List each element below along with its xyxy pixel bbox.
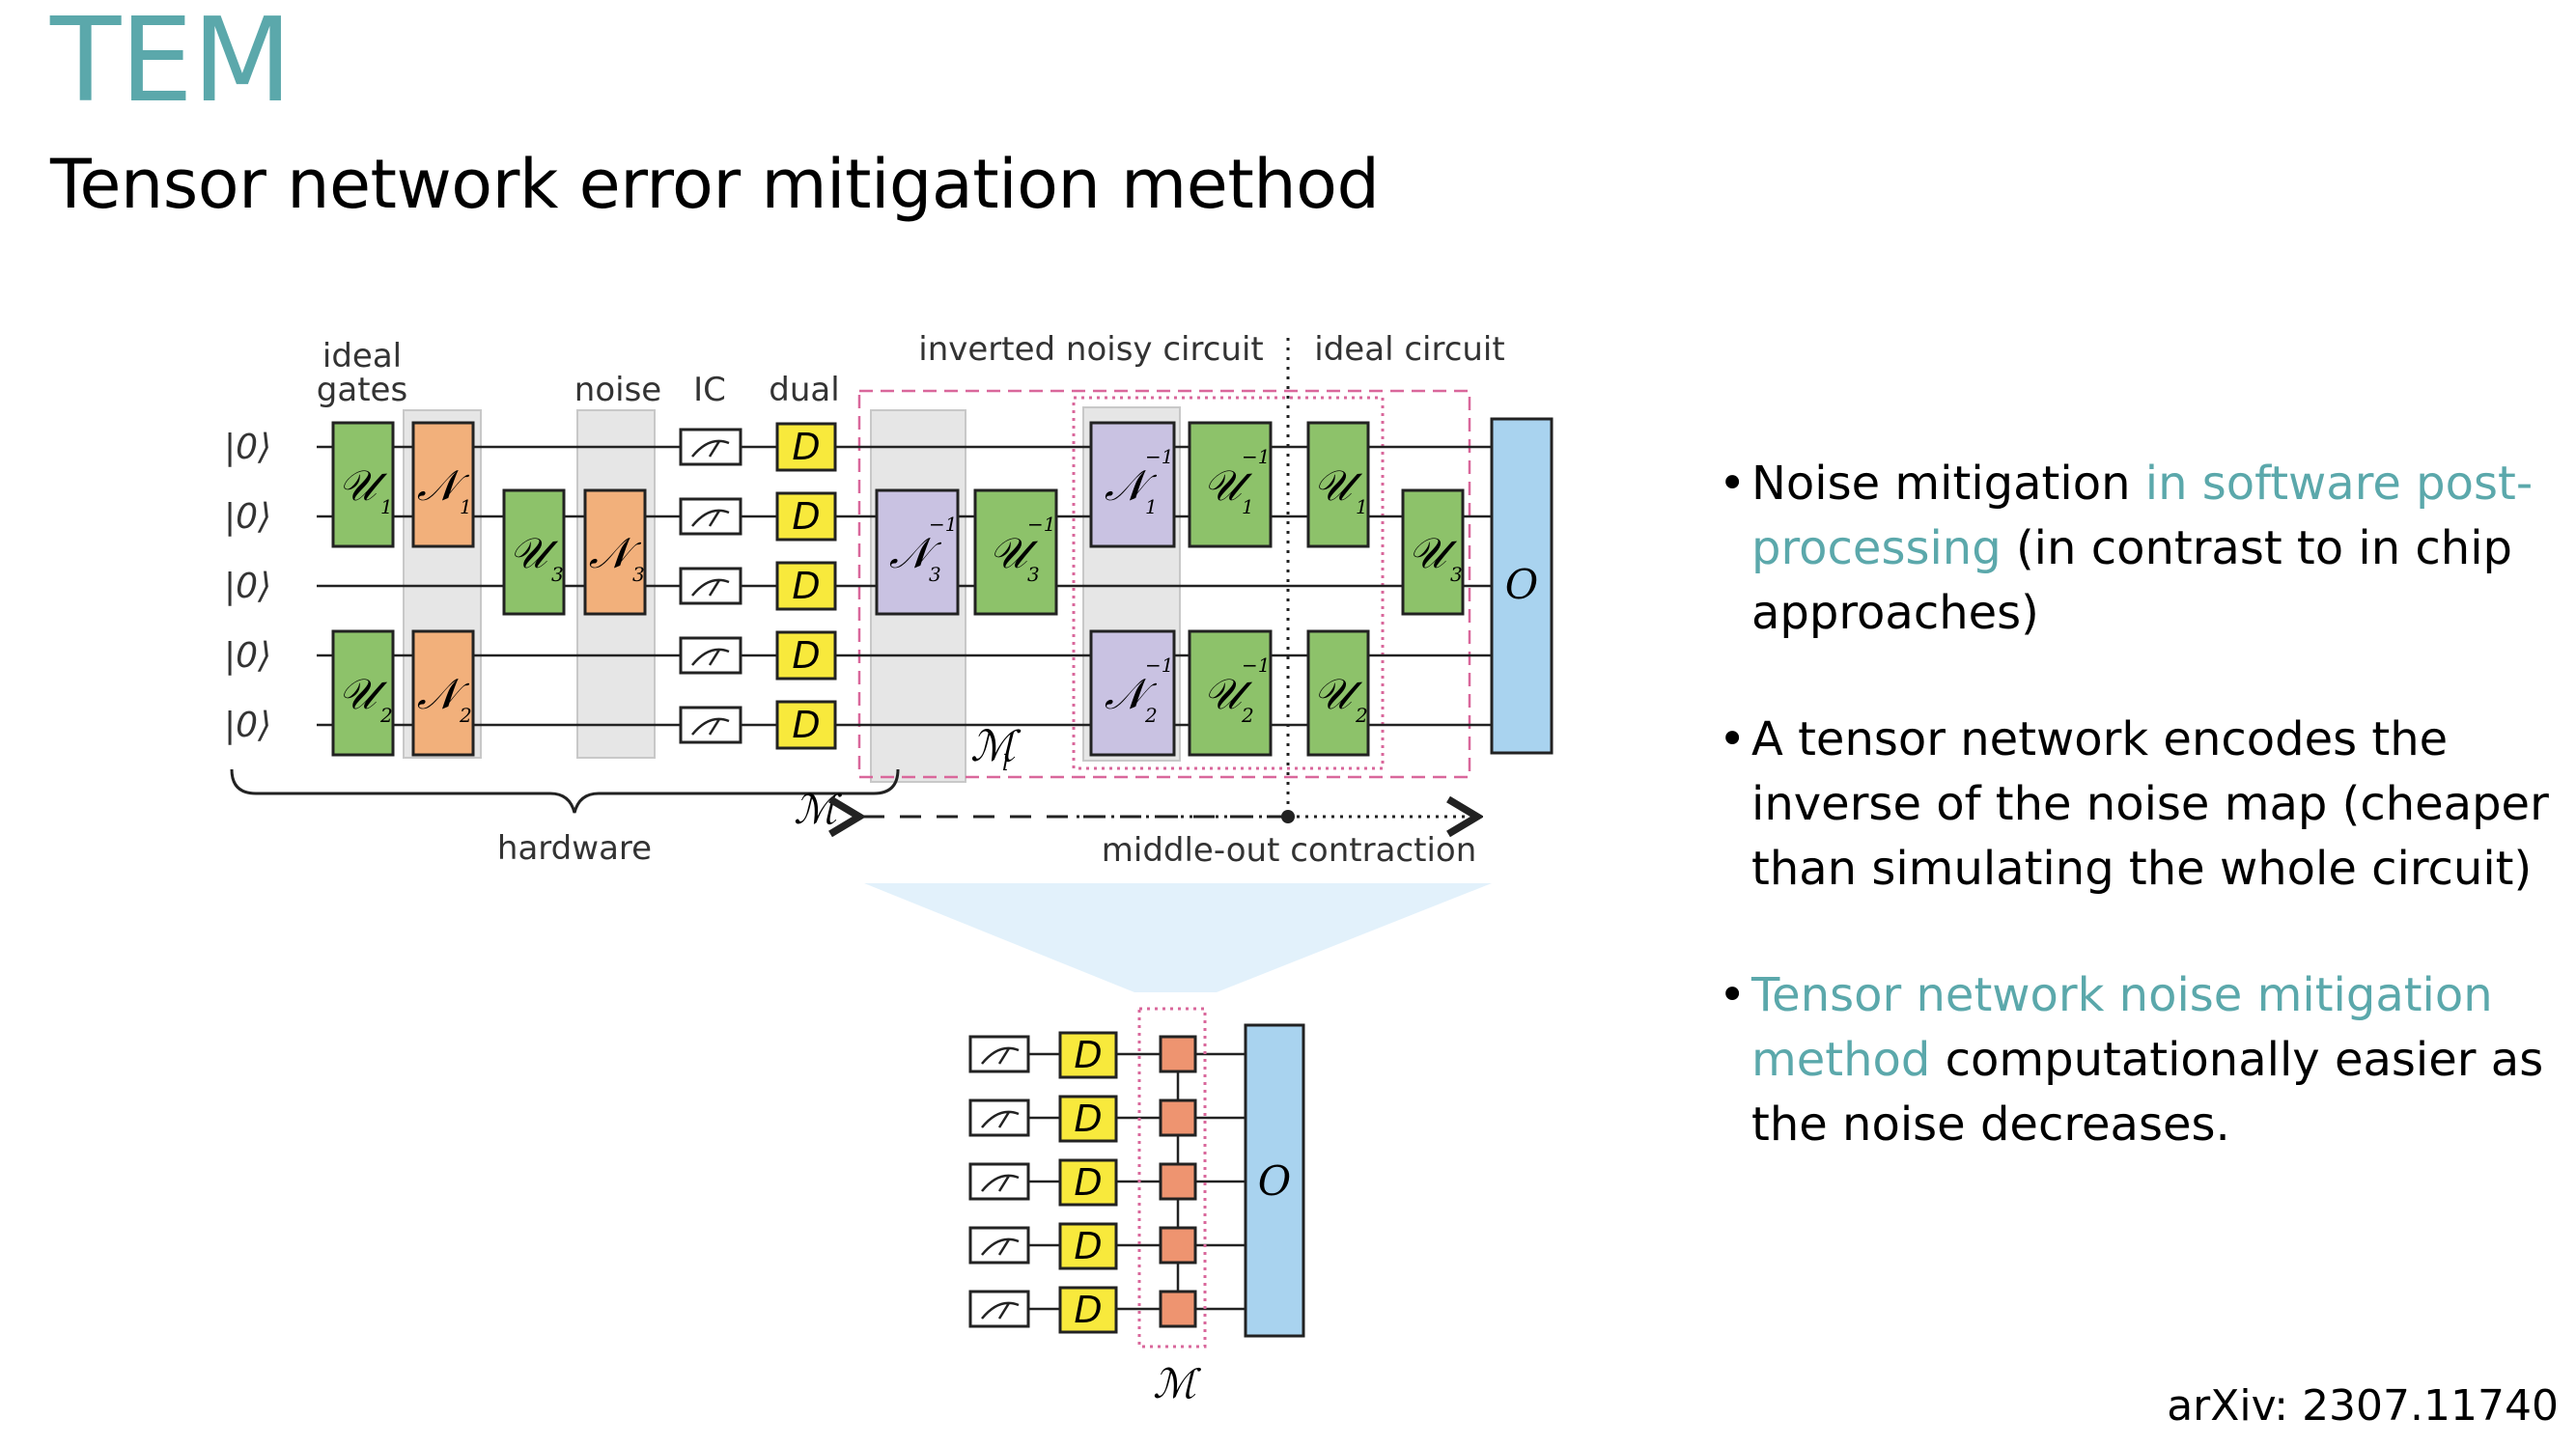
label-inverted-noisy-circuit: inverted noisy circuit (918, 330, 1263, 369)
low-dual-2-label: D (1074, 1098, 1102, 1140)
gate-u2-ideal-sub: 2 (1355, 704, 1368, 727)
bullet-3-accent: Tensor network noise mitigation method (1751, 968, 2493, 1087)
label-ideal-1: ideal (322, 337, 402, 375)
label-ideal-circuit: ideal circuit (1314, 330, 1504, 369)
bullet-2-text: A tensor network encodes the inverse of … (1751, 712, 2549, 896)
dual-box-2 (775, 491, 837, 542)
bullet-dot-1: • (1719, 457, 1747, 511)
gate-n3-sub: 3 (632, 563, 645, 586)
bullet-list: •Noise mitigation in software post-proce… (1719, 452, 2549, 1219)
label-middle-out: middle-out contraction (1102, 831, 1477, 870)
dual-box-1 (775, 422, 837, 472)
gate-u3-inv (973, 488, 1058, 616)
bullet-2: •A tensor network encodes the inverse of… (1719, 708, 2549, 902)
gate-n1-sub: 1 (460, 495, 472, 518)
gate-n1 (411, 421, 475, 548)
dual-box-5-label: D (792, 704, 820, 746)
gate-n3 (583, 488, 647, 616)
low-observable-label: O (1258, 1157, 1291, 1205)
gate-u1 (331, 421, 395, 548)
gate-u3-inv-sub: 3 (1027, 563, 1040, 586)
ket-1: |0⟩ (224, 428, 271, 467)
ket-3: |0⟩ (224, 567, 271, 606)
dual-box-4-label: D (792, 634, 820, 677)
dual-box-3-label: D (792, 565, 820, 607)
gate-n2-inv (1089, 629, 1176, 757)
gate-u2 (331, 629, 395, 757)
bullet-3: • Tensor network noise mitigation method… (1719, 963, 2549, 1157)
gate-n1-inv (1089, 421, 1176, 548)
gate-u3 (502, 488, 566, 616)
gate-u2-ideal (1306, 629, 1370, 757)
zoom-funnel (864, 883, 1492, 992)
gate-n3-inv-sub: 3 (929, 563, 941, 586)
gate-u2-inv (1188, 629, 1273, 757)
dual-box-5 (775, 700, 837, 750)
gate-u1-inv-sub: 1 (1242, 495, 1254, 518)
gate-u3-sub: 3 (551, 563, 564, 586)
bullet-dot-2: • (1719, 712, 1747, 766)
contracted-network: D D D D D O ℳ (968, 1007, 1305, 1407)
bullet-1-accent: in software post-processing (1751, 457, 2534, 575)
gate-u1-inv-exp: −1 (1242, 445, 1270, 468)
gate-n2-sub: 2 (459, 704, 472, 727)
gate-n1-inv-exp: −1 (1145, 445, 1173, 468)
label-ideal-2: gates (317, 371, 407, 409)
gate-u1-ideal-sub: 1 (1356, 495, 1368, 518)
low-dual-3-label: D (1074, 1161, 1102, 1204)
gate-u1-ideal (1306, 421, 1370, 548)
observable-block (1490, 417, 1554, 755)
hardware-brace (230, 768, 900, 814)
ic-measurements (679, 428, 742, 744)
contraction-center (1281, 810, 1295, 823)
gate-u3-ideal-sub: 3 (1450, 563, 1463, 586)
low-dual-1-label: D (1074, 1034, 1102, 1076)
dual-box-4 (775, 630, 837, 681)
gate-n3-inv-exp: −1 (929, 513, 957, 536)
slide-subtitle: Tensor network error mitigation method (50, 145, 1380, 224)
ket-4: |0⟩ (224, 636, 271, 676)
label-noise: noise (574, 371, 661, 409)
gate-u1-inv (1188, 421, 1273, 548)
low-dual-5-label: D (1074, 1289, 1102, 1331)
bullet-1: •Noise mitigation in software post-proce… (1719, 452, 2549, 646)
region-m (857, 389, 1471, 779)
label-dual: dual (769, 371, 839, 409)
gate-u1-sub: 1 (380, 495, 393, 518)
bullet-1-text: Noise mitigation (1751, 457, 2145, 511)
dual-box-1-label: D (792, 426, 820, 468)
bullet-dot-3: • (1719, 968, 1747, 1022)
gate-n2 (411, 629, 475, 757)
citation: arXiv: 2307.11740 (2167, 1381, 2559, 1431)
bullet-1-tail: (in contrast to in chip approaches) (1751, 521, 2512, 640)
label-hardware: hardware (497, 829, 652, 868)
low-dual-4-label: D (1074, 1225, 1102, 1267)
gate-n2-inv-exp: −1 (1145, 653, 1173, 677)
ket-2: |0⟩ (224, 497, 271, 537)
gate-u3-ideal (1401, 488, 1465, 616)
bullet-3-tail: computationally easier as the noise decr… (1751, 1033, 2544, 1152)
dual-box-3 (775, 561, 837, 611)
m-full-label-bottom: ℳ (1153, 1360, 1202, 1407)
ket-5: |0⟩ (224, 706, 271, 745)
m-full-label-top: ℳ (794, 786, 843, 833)
slide-title: TEM (50, 0, 293, 128)
dual-box-2-label: D (792, 495, 820, 538)
gate-n2-inv-sub: 2 (1144, 704, 1158, 727)
gate-n1-inv-sub: 1 (1145, 495, 1158, 518)
tem-diagram: ideal gates noise IC dual inverted noisy… (145, 299, 1641, 1438)
region-m-l (1072, 396, 1385, 770)
m-local-label: ℳ (970, 722, 1022, 771)
gate-u3-inv-exp: −1 (1027, 513, 1055, 536)
m-local-sub: l (1002, 752, 1009, 776)
gate-u2-sub: 2 (379, 704, 393, 727)
gate-u2-inv-exp: −1 (1242, 653, 1270, 677)
label-ic: IC (693, 371, 726, 409)
gate-n3-inv (875, 488, 960, 616)
gate-u2-inv-sub: 2 (1241, 704, 1254, 727)
observable-label: O (1505, 561, 1538, 608)
